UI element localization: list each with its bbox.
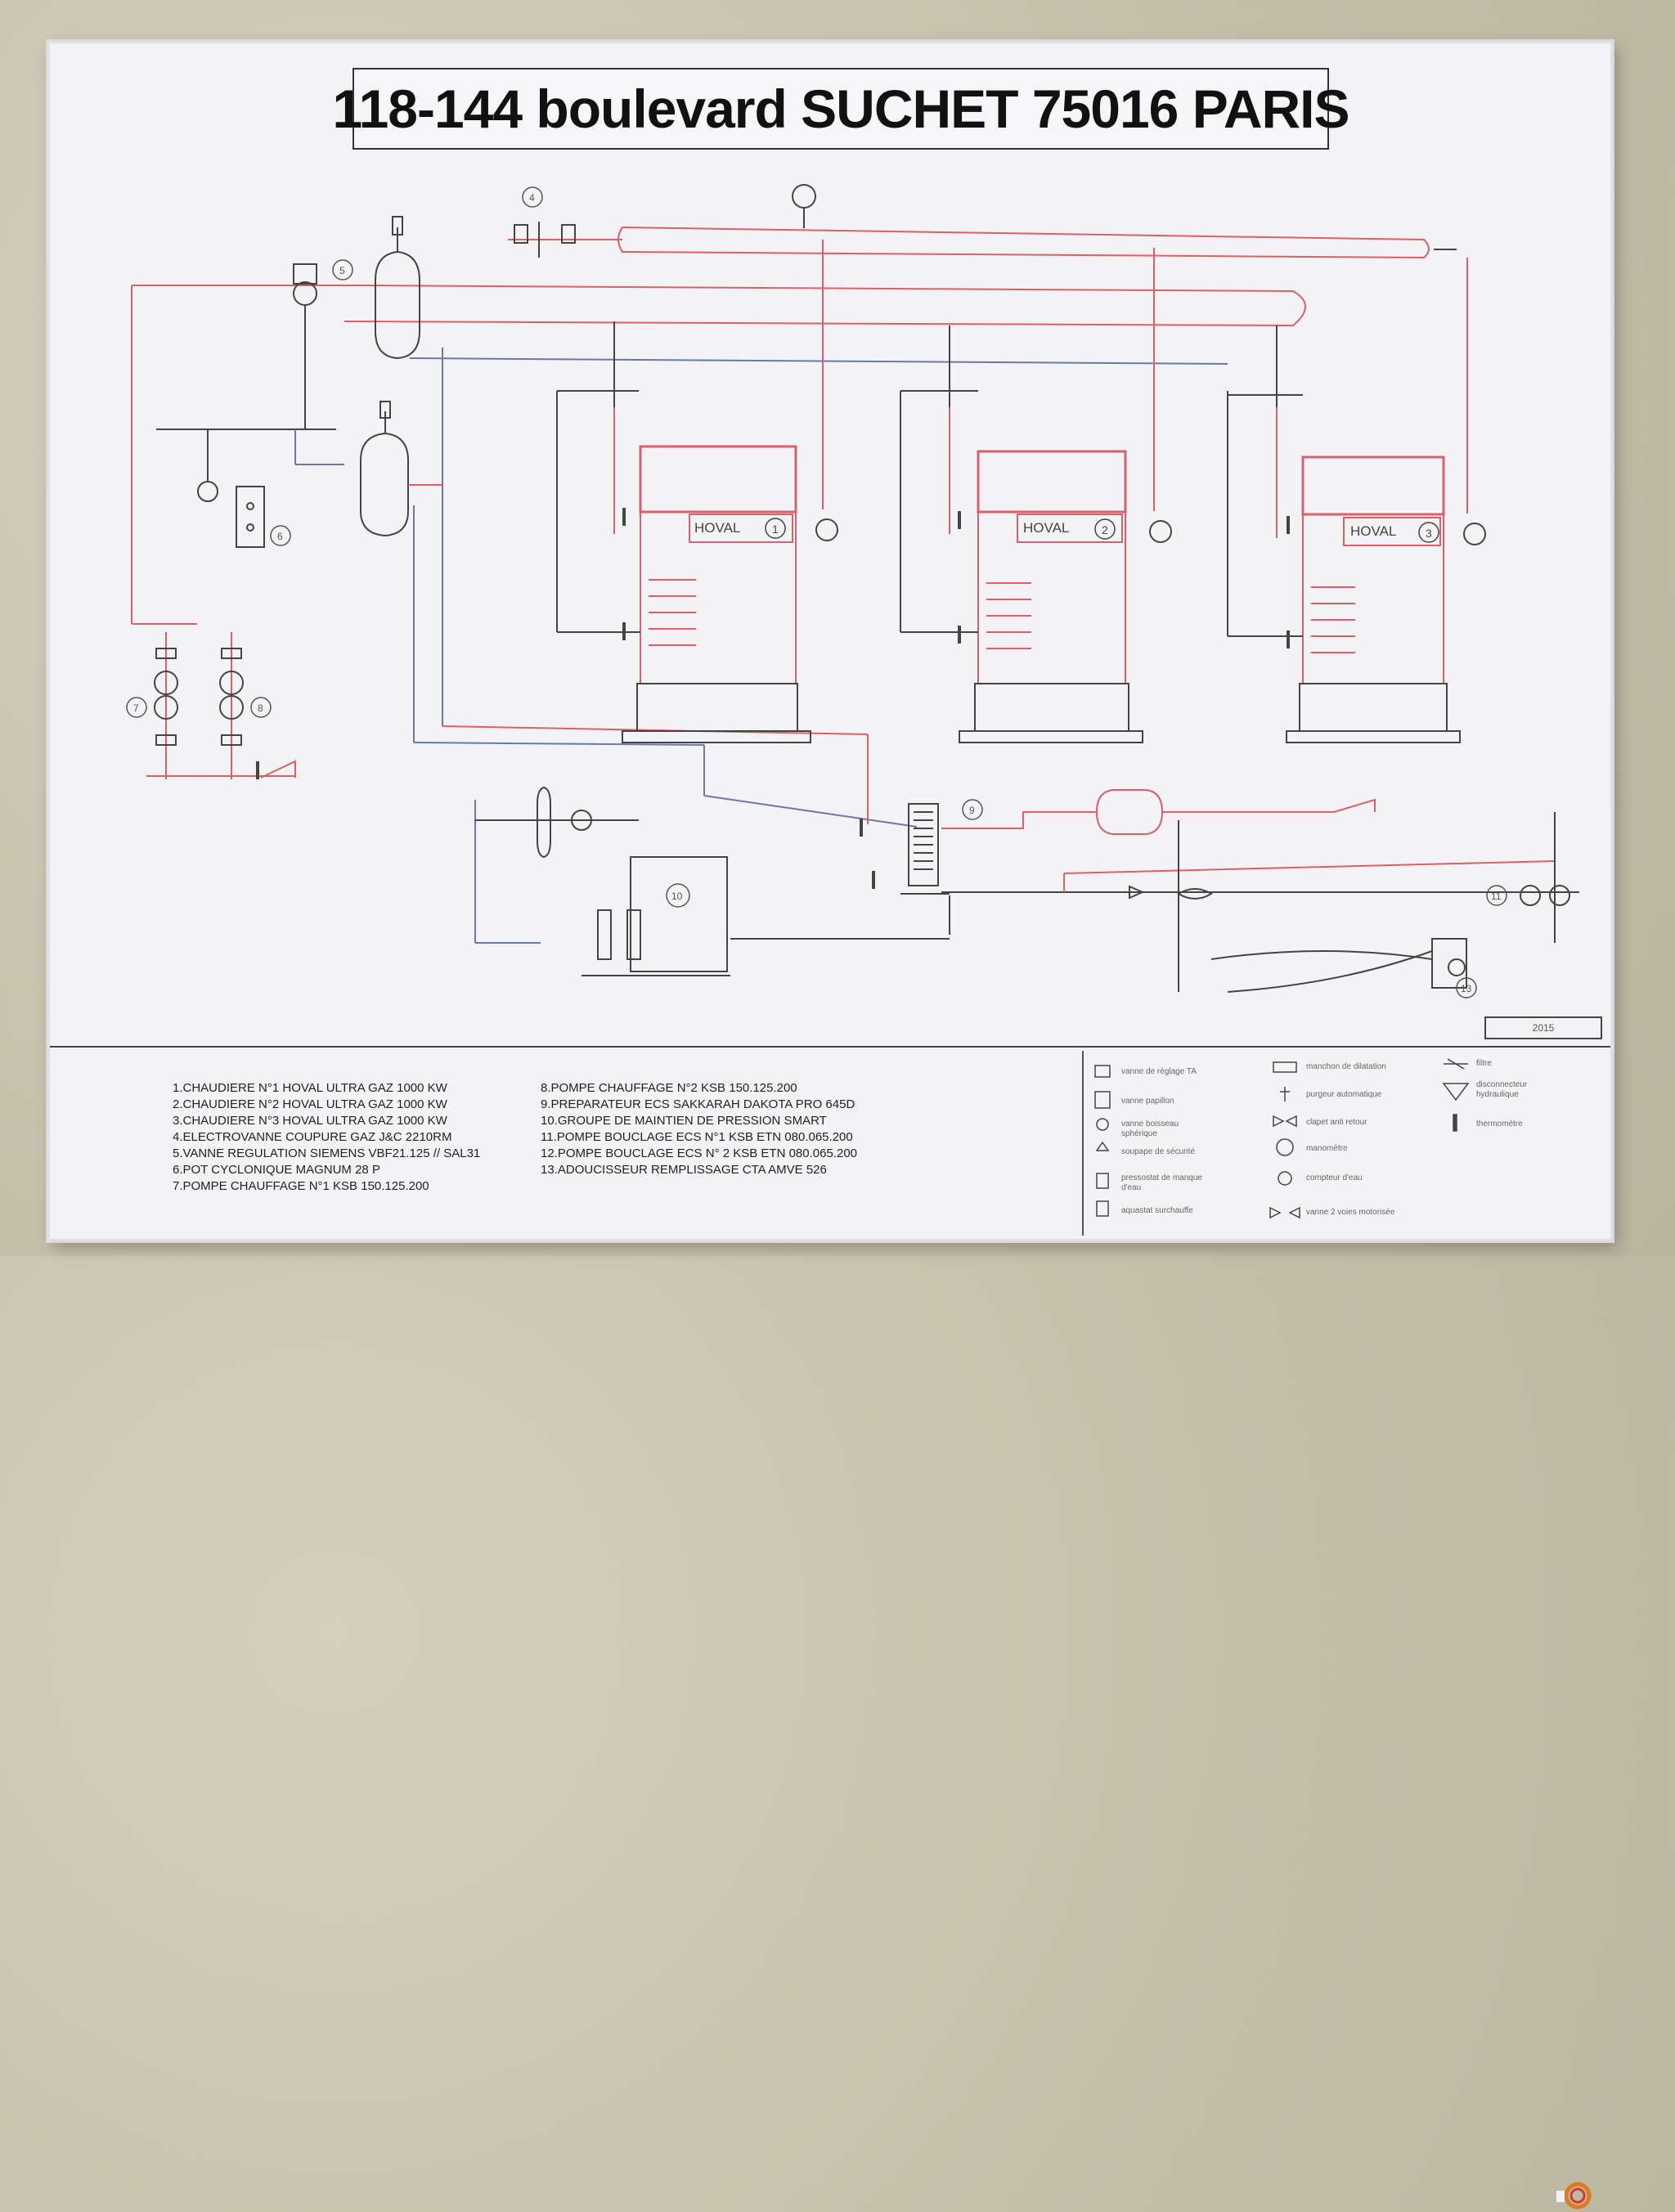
- regulation-valve-5: [293, 263, 317, 429]
- boiler-3-brand: HOVAL: [1350, 523, 1396, 539]
- symbol-label: vanne de réglage TA: [1121, 1067, 1197, 1076]
- list-item: 8.POMPE CHAUFFAGE N°2 KSB 150.125.200: [541, 1081, 797, 1095]
- equipment-list-right: 8.POMPE CHAUFFAGE N°2 KSB 150.125.200 9.…: [541, 1080, 857, 1178]
- legend-panel: 1.CHAUDIERE N°1 HOVAL ULTRA GAZ 1000 KW …: [50, 1046, 1610, 2210]
- callout-9: 9: [969, 805, 975, 816]
- equipment-list-left: 1.CHAUDIERE N°1 HOVAL ULTRA GAZ 1000 KW …: [173, 1080, 480, 1195]
- list-item: 1.CHAUDIERE N°1 HOVAL ULTRA GAZ 1000 KW: [173, 1081, 447, 1095]
- collector-manometer: [792, 184, 816, 228]
- symbol-label: compteur d'eau: [1306, 1173, 1363, 1182]
- schematic-board: 118-144 boulevard SUCHET 75016 PARIS: [47, 41, 1613, 2210]
- symbol-label: pressostat de manque d'eau: [1121, 1173, 1202, 1192]
- callout-13: 13: [1461, 983, 1472, 994]
- pump-7: [154, 632, 178, 779]
- symbol-label: vanne papillon: [1121, 1097, 1174, 1106]
- symbol-label: aquastat surchauffe: [1121, 1206, 1193, 1215]
- page-title: 118-144 boulevard SUCHET 75016 PARIS: [332, 79, 1350, 139]
- pot-cyclonique: [197, 429, 265, 548]
- symbol-label: soupape de sécurité: [1121, 1147, 1196, 1156]
- boiler-1-brand: HOVAL: [694, 520, 740, 536]
- callout-8: 8: [258, 702, 263, 714]
- return-line: [156, 348, 1228, 828]
- gas-valve-4: [514, 222, 576, 258]
- list-item: 11.POMPE BOUCLAGE ECS N°1 KSB ETN 080.06…: [541, 1130, 853, 1144]
- year-box: 2015: [1484, 1016, 1602, 1039]
- list-item: 5.VANNE REGULATION SIEMENS VBF21.125 // …: [173, 1146, 481, 1160]
- list-item: 6.POT CYCLONIQUE MAGNUM 28 P: [173, 1163, 380, 1177]
- company-logo-icon: [1556, 2182, 1592, 2210]
- expansion-vessel-bottom: [360, 401, 442, 537]
- symbol-label: vanne boisseau sphérique: [1121, 1119, 1179, 1138]
- list-item: 12.POMPE BOUCLAGE ECS N° 2 KSB ETN 080.0…: [541, 1146, 858, 1160]
- pump-8: [219, 632, 244, 779]
- list-item: 7.POMPE CHAUFFAGE N°1 KSB 150.125.200: [173, 1179, 429, 1193]
- list-item: 13.ADOUCISSEUR REMPLISSAGE CTA AMVE 526: [541, 1163, 827, 1177]
- symbol-label: manchon de dilatation: [1306, 1062, 1386, 1071]
- symbol-label: clapet anti retour: [1306, 1118, 1367, 1127]
- symbol-label: disconnecteur hydraulique: [1476, 1080, 1528, 1099]
- boiler-2-brand: HOVAL: [1023, 520, 1069, 536]
- expansion-vessel-top: [375, 216, 420, 360]
- list-item: 9.PREPARATEUR ECS SAKKARAH DAKOTA PRO 64…: [541, 1097, 855, 1111]
- list-item: 4.ELECTROVANNE COUPURE GAZ J&C 2210RM: [173, 1130, 452, 1144]
- symbol-label: vanne 2 voies motorisée: [1306, 1208, 1395, 1217]
- callout-6: 6: [277, 531, 283, 542]
- main-header: [131, 285, 1306, 778]
- boiler-3-number: 3: [1426, 527, 1432, 540]
- boiler-1: [556, 240, 838, 743]
- callout-10: 10: [671, 891, 683, 902]
- symbol-glyphs: [1094, 1058, 1470, 1219]
- callout-4: 4: [529, 192, 535, 204]
- symbol-label: filtre: [1476, 1059, 1492, 1068]
- boiler-2-number: 2: [1102, 523, 1108, 536]
- hydraulic-diagram: HOVAL 1 HOVAL 2: [126, 184, 1579, 998]
- callout-7: 7: [133, 702, 139, 714]
- boiler-1-number: 1: [772, 523, 779, 536]
- year-label: 2015: [1532, 1022, 1555, 1034]
- dhw-section: [474, 786, 1579, 993]
- boiler-2: [900, 248, 1172, 743]
- title-box: 118-144 boulevard SUCHET 75016 PARIS: [333, 68, 1350, 150]
- boiler-3: [1227, 258, 1486, 743]
- callout-11: 11: [1491, 891, 1502, 902]
- list-item: 10.GROUPE DE MAINTIEN DE PRESSION SMART: [541, 1114, 827, 1128]
- top-collector: [508, 226, 1457, 259]
- symbol-label: purgeur automatique: [1306, 1090, 1382, 1099]
- symbol-label: manomètre: [1306, 1144, 1348, 1153]
- symbol-label: thermomètre: [1476, 1119, 1523, 1128]
- callout-5: 5: [339, 265, 345, 276]
- list-item: 3.CHAUDIERE N°3 HOVAL ULTRA GAZ 1000 KW: [173, 1114, 447, 1128]
- symbol-legend: vanne de réglage TA vanne papillon vanne…: [1082, 1051, 1607, 1236]
- list-item: 2.CHAUDIERE N°2 HOVAL ULTRA GAZ 1000 KW: [173, 1097, 447, 1111]
